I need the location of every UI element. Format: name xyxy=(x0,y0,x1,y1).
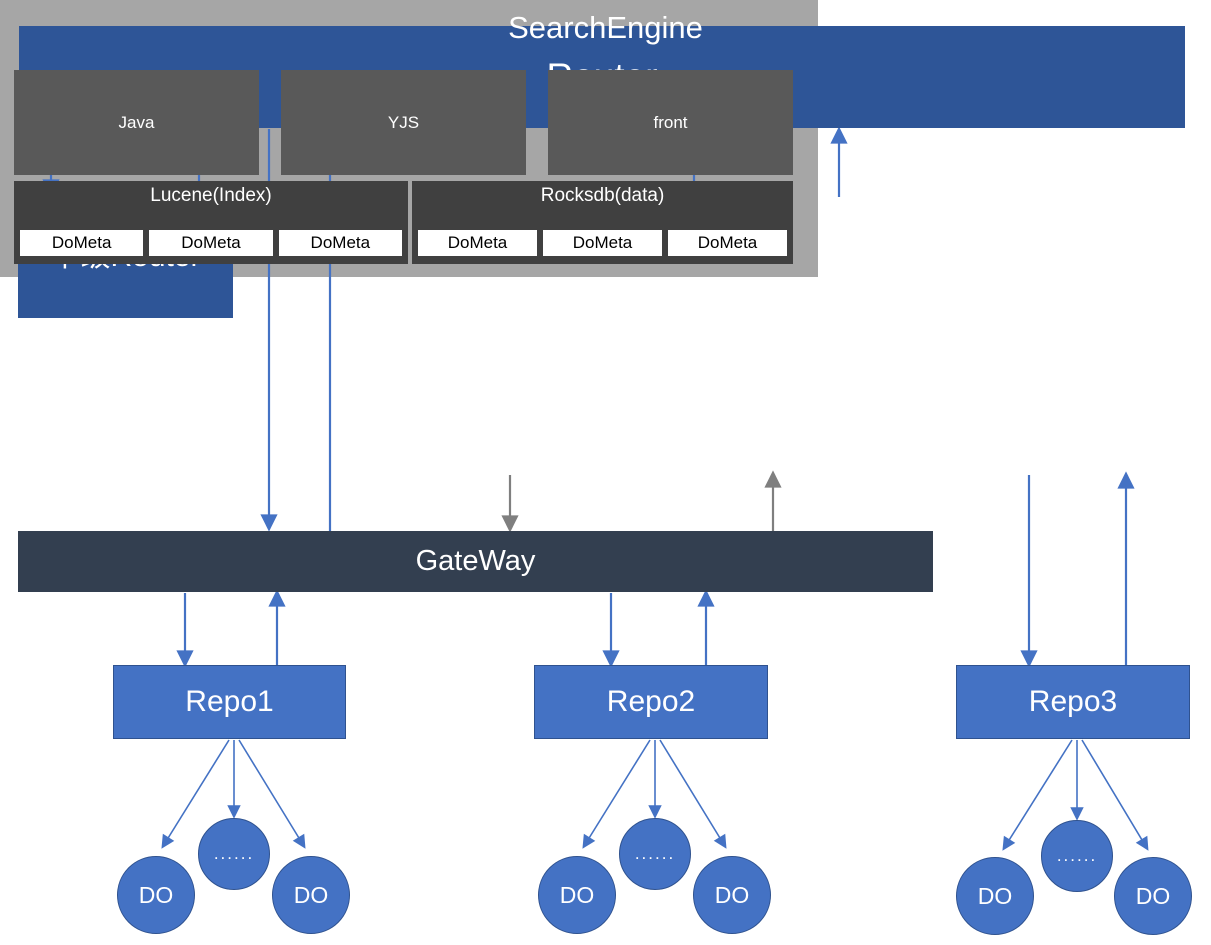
do-node[interactable]: DO xyxy=(956,857,1034,935)
search-engine-node[interactable]: SearchEngine Java YJS front Lucene(Index… xyxy=(0,0,818,277)
do-node[interactable]: DO xyxy=(117,856,195,934)
lang-java-label: Java xyxy=(118,112,155,132)
repo3-node[interactable]: Repo3 xyxy=(956,665,1190,739)
do-ellipsis-label: ...... xyxy=(634,844,676,863)
do-label: DO xyxy=(559,881,595,908)
repo2-label: Repo2 xyxy=(606,685,696,718)
search-engine-lang-front[interactable]: front xyxy=(548,70,793,175)
do-ellipsis-label: ...... xyxy=(213,844,255,863)
gateway-label: GateWay xyxy=(415,544,536,577)
do-node[interactable]: DO xyxy=(1114,857,1192,935)
lang-front-label: front xyxy=(653,112,688,132)
store-rocksdb-node[interactable]: Rocksdb(data) DoMeta DoMeta DoMeta xyxy=(412,181,793,264)
repo3-label: Repo3 xyxy=(1028,685,1118,718)
do-ellipsis-label: ...... xyxy=(1056,846,1098,865)
do-label: DO xyxy=(1135,882,1171,909)
do-node[interactable]: DO xyxy=(272,856,350,934)
do-node[interactable]: DO xyxy=(538,856,616,934)
store-lucene-dometa-row: DoMeta DoMeta DoMeta xyxy=(20,230,402,256)
do-label: DO xyxy=(977,882,1013,909)
search-engine-lang-yjs[interactable]: YJS xyxy=(281,70,526,175)
do-label: DO xyxy=(714,881,750,908)
search-engine-lang-java[interactable]: Java xyxy=(14,70,259,175)
search-engine-title: SearchEngine xyxy=(508,10,703,45)
store-lucene-node[interactable]: Lucene(Index) DoMeta DoMeta DoMeta xyxy=(14,181,408,264)
do-node[interactable]: DO xyxy=(693,856,771,934)
do-ellipsis-node[interactable]: ...... xyxy=(1041,820,1113,892)
dometa-chip[interactable]: DoMeta xyxy=(278,230,402,256)
store-lucene-title: Lucene(Index) xyxy=(150,185,272,206)
do-label: DO xyxy=(138,881,174,908)
dometa-chip[interactable]: DoMeta xyxy=(20,230,144,256)
repo1-label: Repo1 xyxy=(185,685,274,718)
dometa-chip[interactable]: DoMeta xyxy=(668,230,787,256)
do-ellipsis-node[interactable]: ...... xyxy=(619,818,691,890)
gateway-node[interactable]: GateWay xyxy=(18,531,933,592)
lang-yjs-label: YJS xyxy=(387,112,420,132)
repo1-node[interactable]: Repo1 xyxy=(113,665,346,739)
do-ellipsis-node[interactable]: ...... xyxy=(198,818,270,890)
dometa-chip[interactable]: DoMeta xyxy=(418,230,537,256)
dometa-chip[interactable]: DoMeta xyxy=(543,230,662,256)
store-rocksdb-dometa-row: DoMeta DoMeta DoMeta xyxy=(418,230,787,256)
repo2-node[interactable]: Repo2 xyxy=(534,665,768,739)
store-rocksdb-title: Rocksdb(data) xyxy=(540,185,665,206)
do-label: DO xyxy=(293,881,329,908)
dometa-chip[interactable]: DoMeta xyxy=(149,230,273,256)
